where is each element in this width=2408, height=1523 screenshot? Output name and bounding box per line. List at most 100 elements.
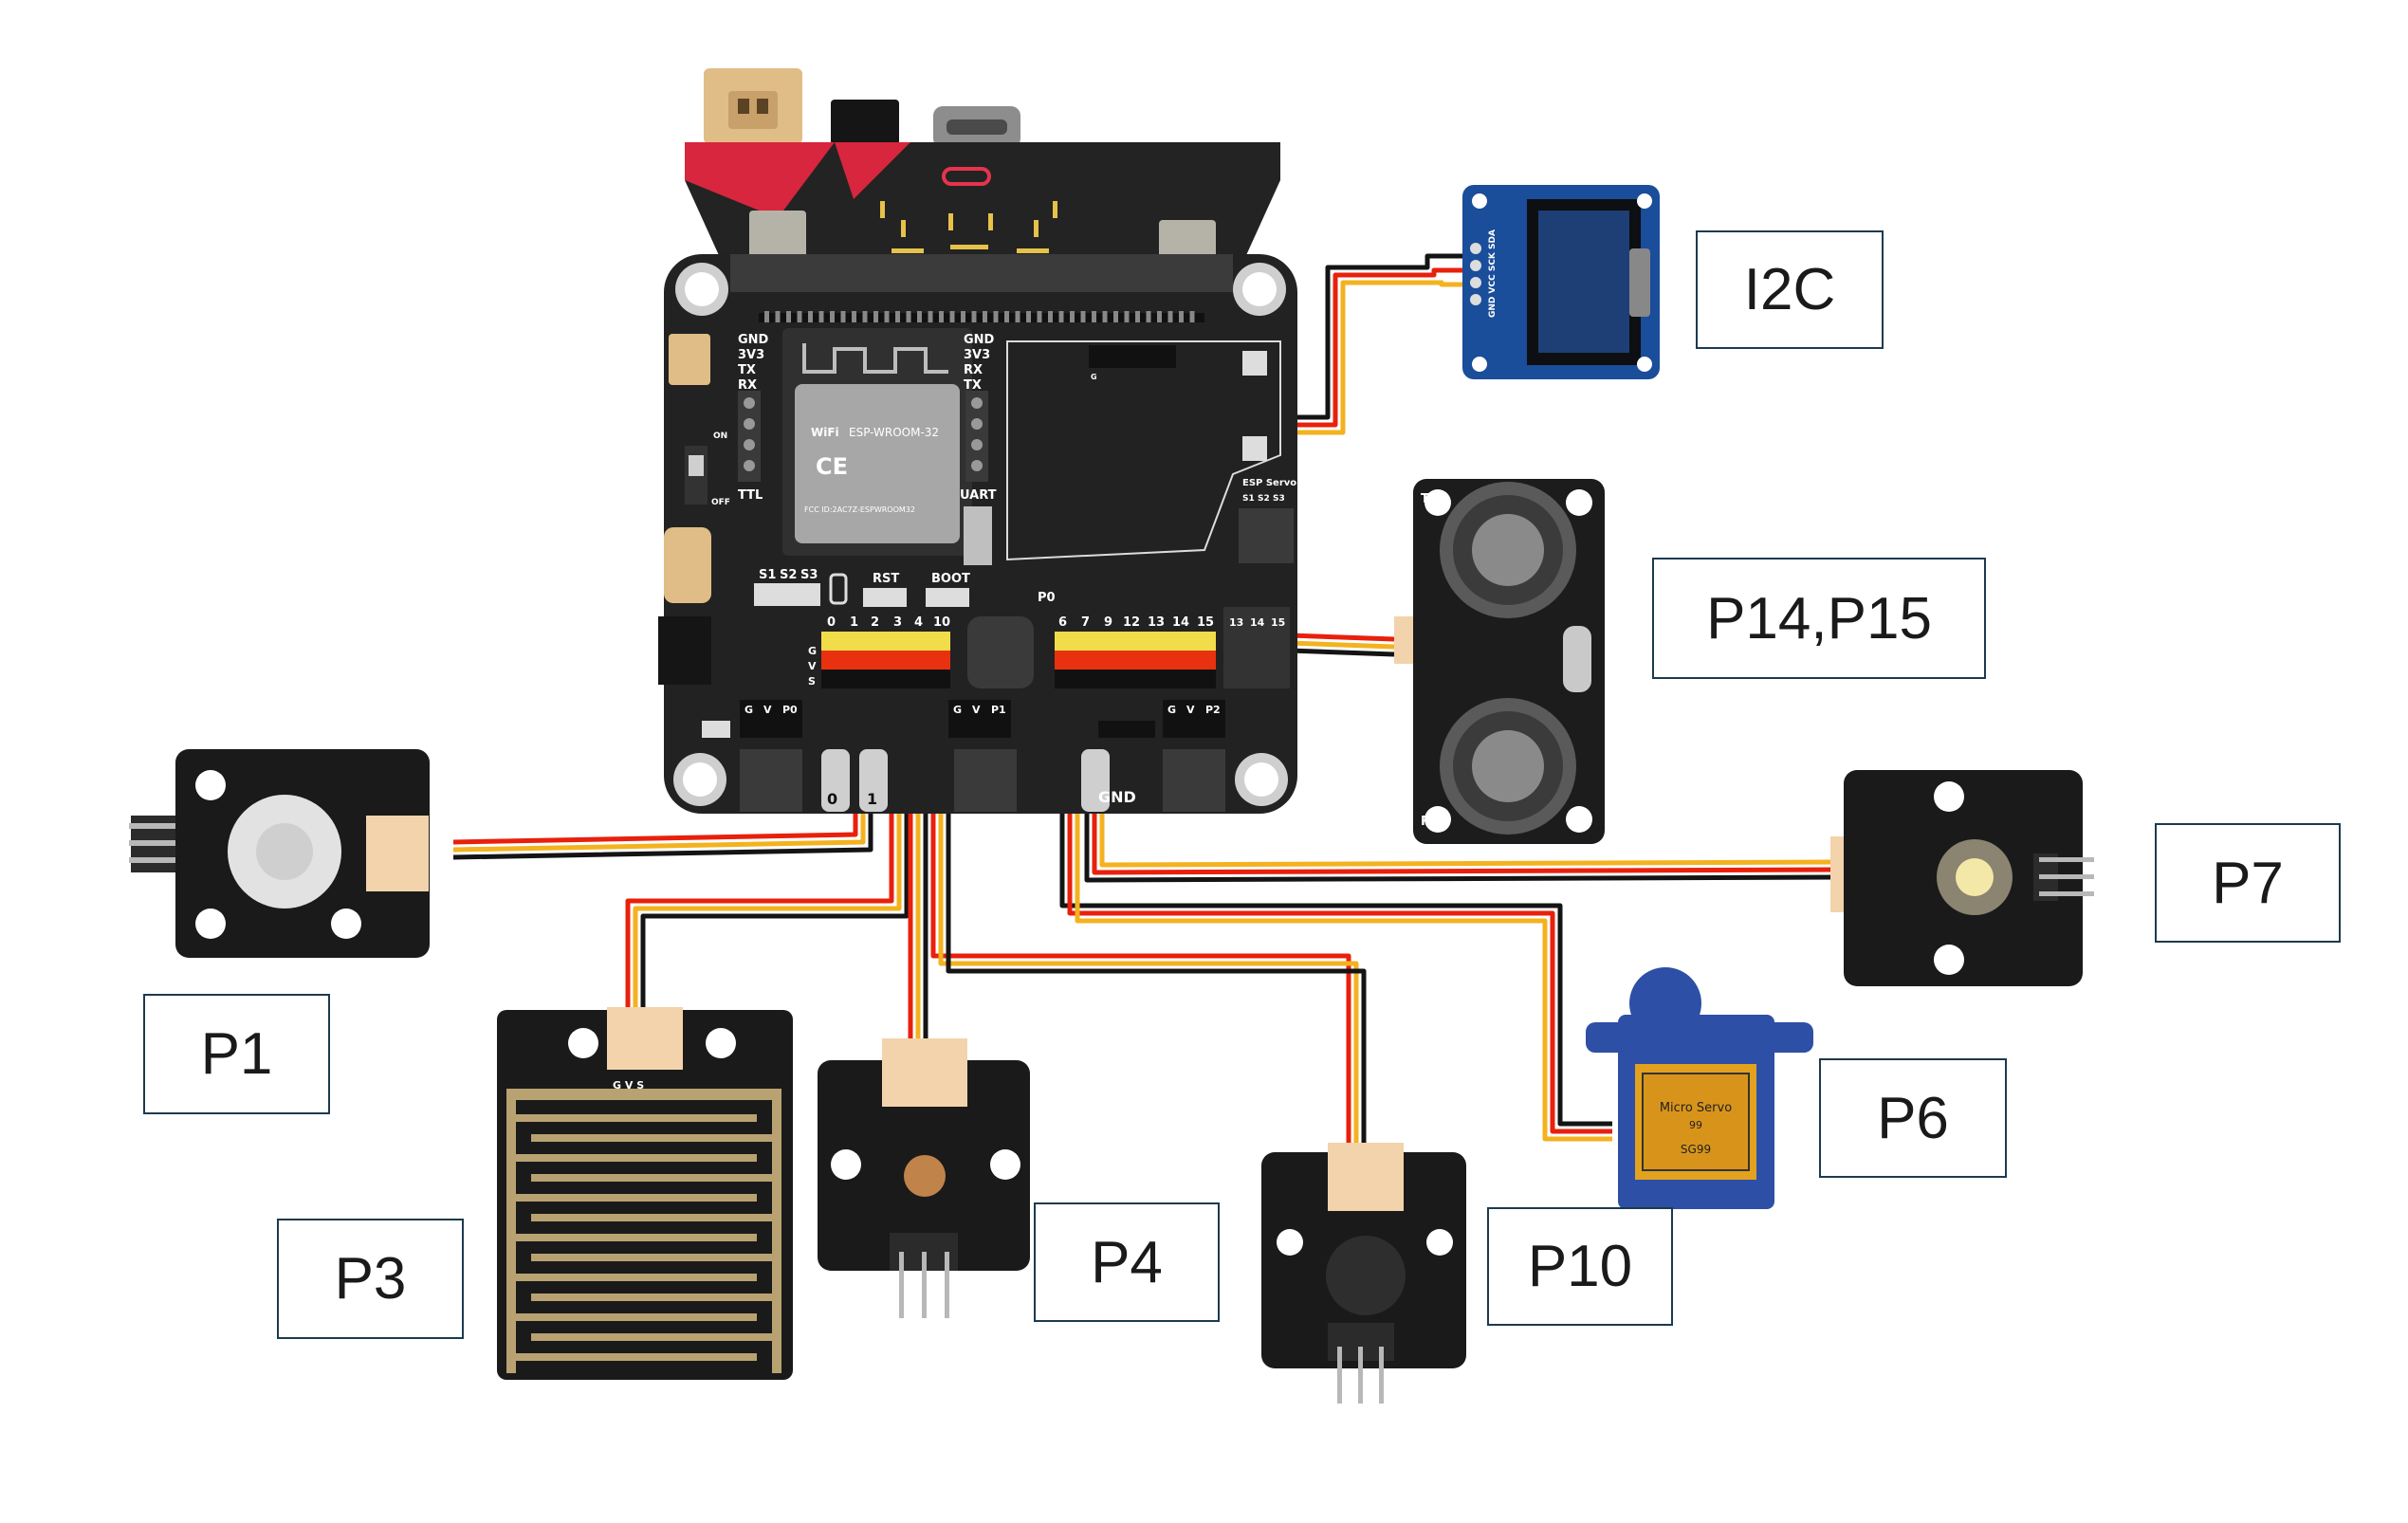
pin-13: 13 bbox=[1148, 615, 1165, 630]
edge-pin bbox=[862, 311, 868, 322]
servo-pin-s3: S3 bbox=[1273, 494, 1285, 504]
switch-off: OFF bbox=[711, 498, 730, 507]
ultra-t: T bbox=[1421, 492, 1429, 506]
label-ultrasonic: P14,P15 bbox=[1652, 558, 1986, 679]
edge-pin bbox=[906, 311, 911, 322]
edge-pins bbox=[764, 311, 1195, 322]
buttons-row: S1 S2 S3 RST BOOT P0 bbox=[754, 568, 1056, 607]
edge-pin bbox=[1146, 311, 1151, 322]
edge-pin bbox=[797, 311, 802, 322]
edge-pin bbox=[1048, 311, 1053, 322]
led-matrix bbox=[880, 201, 1057, 253]
pin-6: 6 bbox=[1058, 615, 1067, 630]
hdr-r-2: RX bbox=[964, 363, 983, 377]
edge-pin bbox=[1124, 311, 1130, 322]
esp-ce-text: CE bbox=[816, 453, 848, 480]
light-sensor-module bbox=[129, 749, 430, 958]
pin-3: 3 bbox=[893, 615, 902, 630]
edge-pin bbox=[1058, 311, 1064, 322]
edge-pin bbox=[983, 311, 987, 322]
i2c-pins: G bbox=[1091, 373, 1097, 381]
hdr-l-2: TX bbox=[738, 363, 756, 377]
esp-chip-text: ESP-WROOM-32 bbox=[849, 426, 939, 439]
edge-pin bbox=[1070, 311, 1075, 322]
servo-pin-s1: S1 bbox=[1242, 494, 1255, 504]
rain-trace-line bbox=[531, 1294, 772, 1301]
label-servo: P6 bbox=[1819, 1058, 2007, 1178]
edge-pin bbox=[1080, 311, 1086, 322]
edge-gnd: GND bbox=[1098, 788, 1136, 806]
rain-trace-line bbox=[516, 1353, 757, 1361]
edge-pin bbox=[1004, 311, 1009, 322]
right-uart-header: GND 3V3 RX TX UART bbox=[960, 333, 997, 565]
power-switch bbox=[831, 100, 899, 145]
rain-trace-line bbox=[516, 1114, 757, 1122]
label-light-sensor: P1 bbox=[143, 994, 330, 1114]
pin-15: 15 bbox=[1197, 615, 1214, 630]
edge-pin bbox=[895, 311, 900, 322]
servo-brand: Micro Servo bbox=[1660, 1101, 1732, 1115]
edge-pin bbox=[993, 311, 999, 322]
label-photoresistor: P4 bbox=[1034, 1202, 1220, 1322]
photoresistor-module bbox=[818, 1038, 1030, 1318]
rain-trace-line bbox=[516, 1154, 757, 1162]
servo-model: SG99 bbox=[1681, 1143, 1711, 1156]
port-p1: P1 bbox=[991, 704, 1006, 716]
edge-0: 0 bbox=[827, 790, 837, 808]
p0-label: P0 bbox=[1038, 591, 1056, 605]
label-sound-sensor: P10 bbox=[1487, 1207, 1673, 1326]
esp-fcc-text: FCC ID:2AC7Z-ESPWROOM32 bbox=[804, 505, 915, 514]
hdr-l-0: GND bbox=[738, 333, 769, 347]
btn-s2: S2 bbox=[780, 568, 797, 582]
rain-trace-line bbox=[516, 1194, 757, 1202]
speaker-off-icon bbox=[1242, 351, 1267, 376]
edge-pin bbox=[928, 311, 933, 322]
port-v2: V bbox=[972, 704, 981, 716]
edge-pin bbox=[1026, 311, 1031, 322]
esp-servo-header: ESP Servo S1 S2 S3 bbox=[1239, 478, 1296, 563]
servo-module: Micro Servo 99 SG99 bbox=[1586, 967, 1813, 1209]
edge-pin bbox=[818, 311, 824, 322]
edge-pin bbox=[961, 311, 965, 322]
edge-pin bbox=[764, 311, 769, 322]
uart-label: UART bbox=[960, 488, 997, 503]
edge-pin bbox=[852, 311, 856, 322]
rain-trace-line bbox=[531, 1214, 772, 1221]
rst-label: RST bbox=[873, 572, 899, 586]
pin-0: 0 bbox=[827, 615, 836, 630]
edge-pin bbox=[939, 311, 944, 322]
port-g3: G bbox=[1167, 704, 1176, 716]
edge-pin bbox=[1015, 311, 1020, 322]
edge-pin bbox=[1092, 311, 1096, 322]
ultrasonic-module: T R bbox=[1394, 479, 1605, 844]
rain-pins: G V S bbox=[613, 1079, 644, 1092]
edge-pin bbox=[884, 311, 890, 322]
expansion-board: WiFi ESP-WROOM-32 CE FCC ID:2AC7Z-ESPWRO… bbox=[658, 68, 1297, 814]
pin-10: 10 bbox=[933, 615, 950, 630]
port-p0: P0 bbox=[782, 704, 798, 716]
edge-pin bbox=[873, 311, 878, 322]
gvs-v: V bbox=[808, 660, 817, 672]
wire-ultrasonic bbox=[1289, 633, 1395, 657]
edge-pin bbox=[808, 311, 813, 322]
oled-pins: GND VCC SCK SDA bbox=[1488, 229, 1498, 318]
rain-trace-line bbox=[531, 1134, 772, 1142]
wire-p6 bbox=[1059, 685, 1612, 1142]
sound-sensor-module bbox=[1261, 1143, 1466, 1404]
pin-14: 14 bbox=[1172, 615, 1189, 630]
edge-pin bbox=[1189, 311, 1195, 322]
edge-pads: 0 1 GND bbox=[740, 749, 1225, 812]
btn-s1: S1 bbox=[759, 568, 776, 582]
servo-header-label: ESP Servo bbox=[1242, 478, 1296, 488]
hdr-r-3: TX bbox=[964, 378, 982, 393]
side-pin-15: 15 bbox=[1271, 616, 1285, 629]
hdr-r-1: 3V3 bbox=[964, 348, 990, 362]
rain-trace-line bbox=[531, 1174, 772, 1182]
pin-1: 1 bbox=[850, 615, 858, 630]
rain-trace-line bbox=[516, 1234, 757, 1241]
edge-pin bbox=[1135, 311, 1140, 322]
ports-row: G V P0 G V P1 G V P2 bbox=[702, 700, 1225, 738]
ultra-r: R bbox=[1421, 815, 1430, 829]
edge-pin bbox=[1113, 311, 1118, 322]
side-pin-14: 14 bbox=[1250, 616, 1265, 629]
